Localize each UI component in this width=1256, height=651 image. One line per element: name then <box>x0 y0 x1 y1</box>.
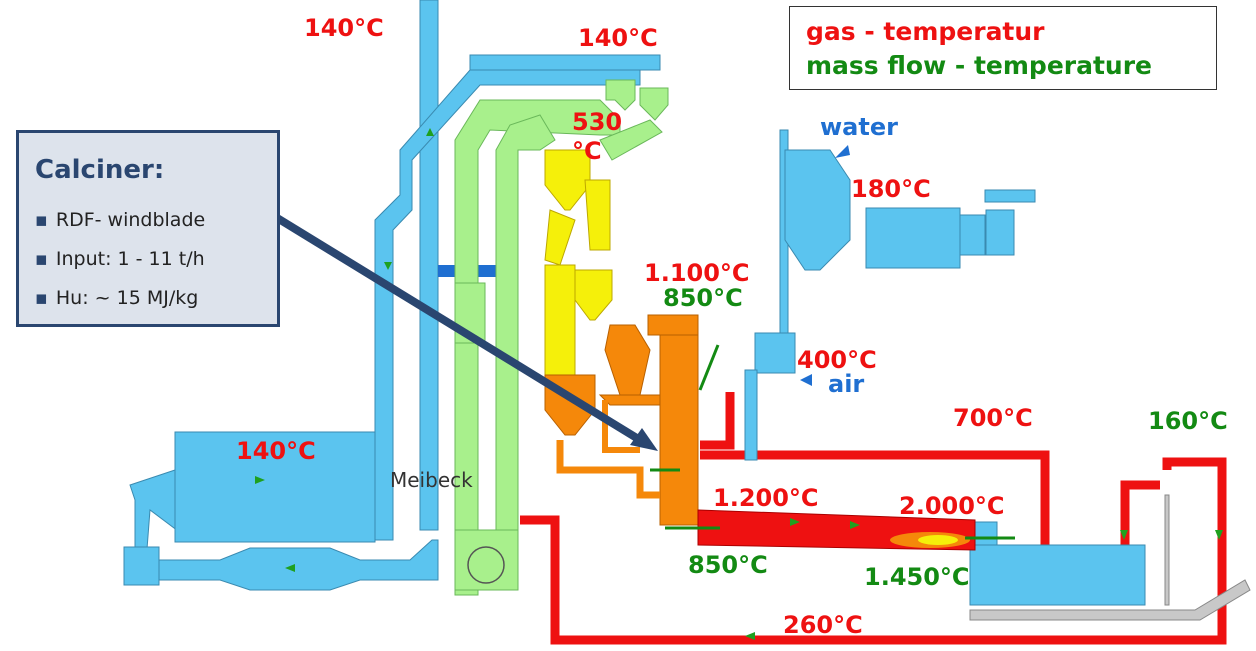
label-filter-temp: 140°C <box>236 437 316 465</box>
red-arrows <box>745 530 1223 640</box>
blue-gas-ducts <box>123 0 1146 606</box>
info-list: RDF- windblade Input: 1 - 11 t/h Hu: ~ 1… <box>35 209 205 326</box>
label-air: air <box>828 370 865 398</box>
mass-flow-lines <box>650 344 1015 540</box>
label-cooler-out-temp: 160°C <box>1148 407 1228 435</box>
legend-mass-label: mass flow - temperature <box>806 51 1153 80</box>
calciner-info-box: Calciner: RDF- windblade Input: 1 - 11 t… <box>16 130 280 327</box>
info-title: Calciner: <box>35 155 165 185</box>
info-item: Input: 1 - 11 t/h <box>35 248 205 287</box>
label-clinker-temp: 1.450°C <box>864 563 970 591</box>
label-flame-temp: 2.000°C <box>899 492 1005 520</box>
blue-pointer-arrows <box>800 145 850 386</box>
faint-text: Meibeck <box>390 468 473 492</box>
gray-conveyor <box>969 494 1251 621</box>
label-duct-temp: 700°C <box>953 404 1033 432</box>
green-tower-base-circle <box>467 546 505 584</box>
blue-duct-arrows <box>255 128 434 572</box>
label-kiln-mass-temp: 850°C <box>688 551 768 579</box>
pointer-arrow <box>212 176 658 451</box>
label-stack-temp: 140°C <box>304 14 384 42</box>
label-return-temp: 260°C <box>783 611 863 639</box>
label-calciner-mass-temp: 850°C <box>663 284 743 312</box>
green-preheater <box>454 79 669 596</box>
legend-gas-label: gas - temperatur <box>806 17 1045 46</box>
legend-box: gas - temperatur mass flow - temperature <box>789 6 1217 90</box>
info-item: RDF- windblade <box>35 209 205 248</box>
red-kiln <box>697 509 976 551</box>
label-cooler-cyclone-temp: 180°C <box>851 175 931 203</box>
label-kiln-in-temp: 1.200°C <box>713 484 819 512</box>
label-water: water <box>820 113 898 141</box>
label-cyclone-temp: 530 °C <box>572 108 623 165</box>
yellow-cyclones <box>544 149 613 391</box>
info-item: Hu: ~ 15 MJ/kg <box>35 287 205 326</box>
label-calciner-gas-temp: 1.100°C <box>644 259 750 287</box>
label-top-temp: 140°C <box>578 24 658 52</box>
label-air-temp: 400°C <box>797 346 877 374</box>
